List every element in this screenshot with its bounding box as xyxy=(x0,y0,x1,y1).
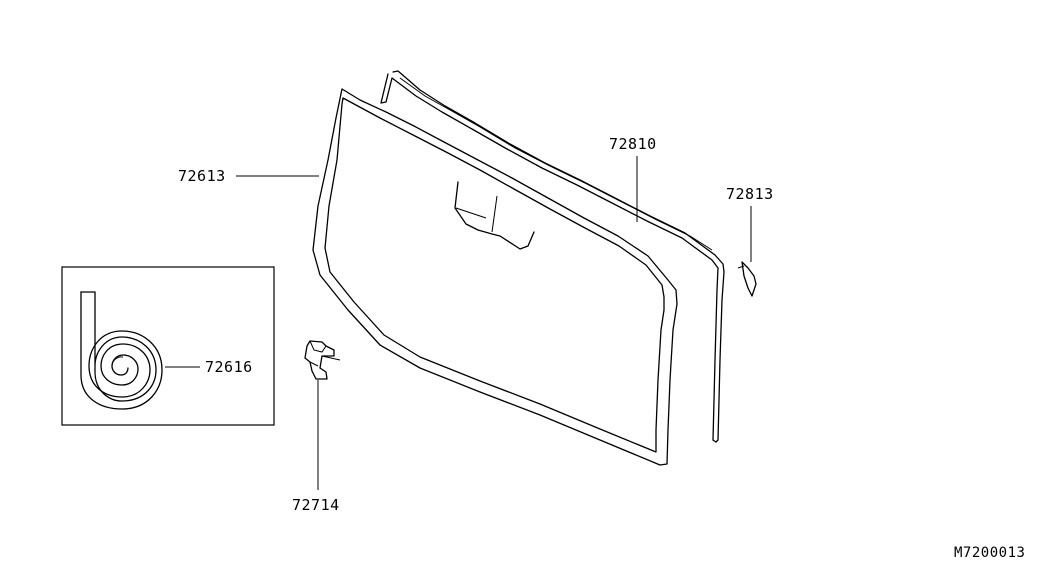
windshield-glass-icon xyxy=(312,88,678,466)
fastener-clip-icon xyxy=(304,340,341,380)
dam-rubber-inset-box xyxy=(61,266,275,426)
windshield-moulding-icon xyxy=(380,70,725,443)
label-dam-rubber: 72616 xyxy=(205,358,253,376)
diagram-reference-code: M7200013 xyxy=(954,545,1025,561)
label-glass: 72613 xyxy=(178,167,226,185)
dam-rubber-coil-icon xyxy=(80,291,163,410)
label-moulding: 72810 xyxy=(609,135,657,153)
moulding-end-piece-icon xyxy=(737,261,757,297)
label-moulding-end: 72813 xyxy=(726,185,774,203)
label-fastener: 72714 xyxy=(292,496,340,514)
